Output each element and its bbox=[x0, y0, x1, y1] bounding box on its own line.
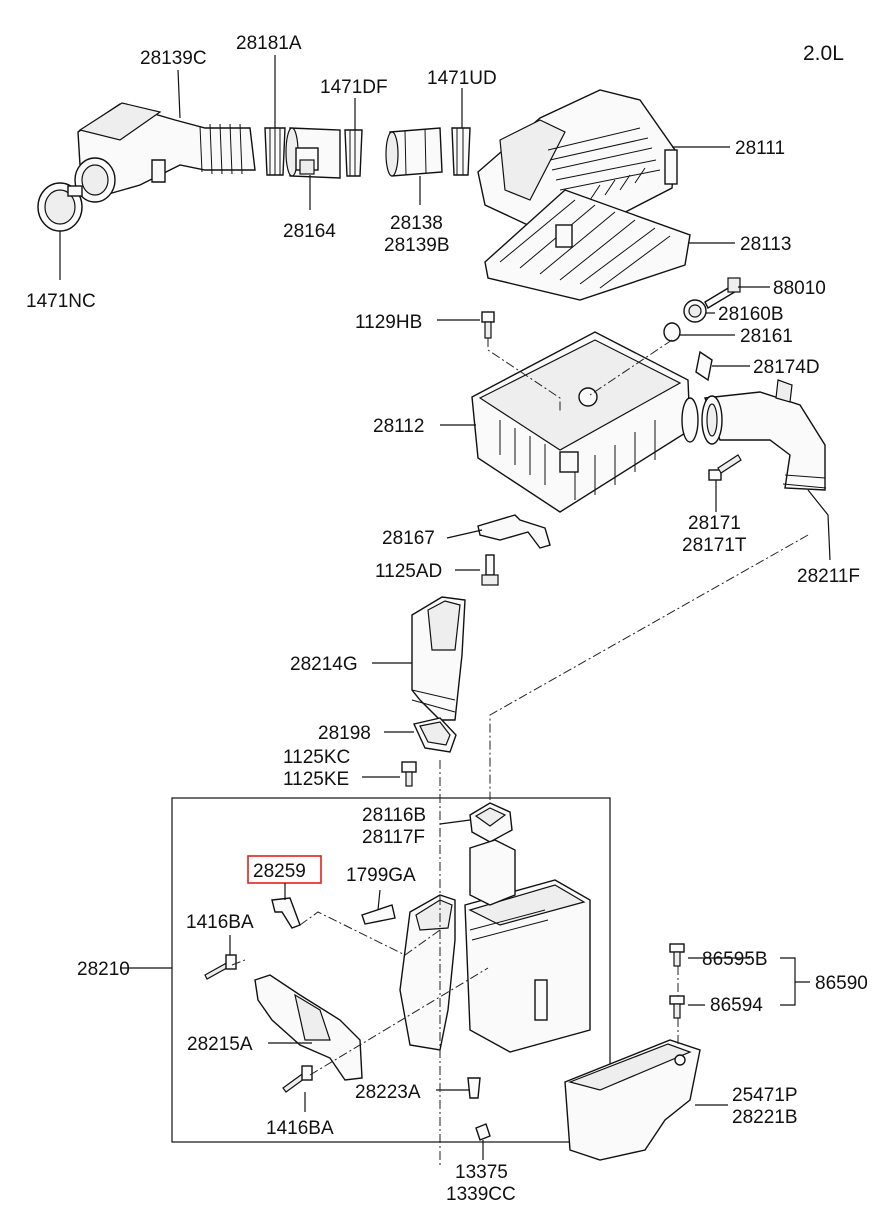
label-88010: 88010 bbox=[773, 278, 826, 299]
label-28223A: 28223A bbox=[355, 1082, 421, 1103]
pin-1416BA-lower[interactable] bbox=[282, 1065, 313, 1093]
label-28221B: 28221B bbox=[732, 1107, 798, 1128]
label-28116B: 28116B bbox=[362, 805, 426, 826]
label-28117F: 28117F bbox=[362, 827, 425, 848]
seal-28198[interactable] bbox=[413, 717, 457, 753]
bolt-28171T[interactable] bbox=[708, 454, 742, 481]
label-1339CC: 1339CC bbox=[446, 1184, 516, 1205]
clamp-28171[interactable] bbox=[681, 397, 699, 443]
label-86590: 86590 bbox=[815, 973, 868, 994]
clamp-28181A[interactable] bbox=[264, 127, 286, 176]
label-86595B: 86595B bbox=[702, 949, 768, 970]
label-1416BA-lower: 1416BA bbox=[266, 1118, 334, 1139]
label-28215A: 28215A bbox=[187, 1034, 253, 1055]
label-28161: 28161 bbox=[740, 326, 793, 347]
label-28210: 28210 bbox=[77, 959, 130, 980]
label-28198: 28198 bbox=[318, 723, 371, 744]
clip-28174D[interactable] bbox=[695, 350, 713, 382]
leader-lines bbox=[59, 55, 831, 1160]
nut-13375[interactable] bbox=[475, 1123, 491, 1141]
filter-element-28113[interactable] bbox=[484, 189, 691, 301]
label-1125KE: 1125KE bbox=[283, 769, 349, 790]
label-28211F: 28211F bbox=[797, 566, 860, 587]
label-1125KC: 1125KC bbox=[283, 747, 350, 768]
duct-28214G[interactable] bbox=[411, 596, 466, 721]
label-1471NC: 1471NC bbox=[26, 291, 96, 312]
clip-28223A[interactable] bbox=[467, 1077, 481, 1099]
bolt-1125KC[interactable] bbox=[401, 761, 417, 787]
resonator-28210[interactable] bbox=[399, 839, 591, 1053]
clip-1799GA[interactable] bbox=[361, 904, 396, 925]
grommet-28161[interactable] bbox=[663, 322, 681, 342]
label-28181A: 28181A bbox=[236, 33, 302, 54]
label-13375: 13375 bbox=[455, 1162, 508, 1183]
intake-hose-28139C[interactable] bbox=[74, 102, 256, 203]
label-28113: 28113 bbox=[740, 234, 791, 255]
part-labels: 28139C 28181A 1471DF 1471UD 28111 28164 … bbox=[26, 33, 868, 1205]
outlet-duct-28211F[interactable] bbox=[701, 379, 827, 491]
bracket-28167[interactable] bbox=[477, 514, 551, 549]
label-1799GA: 1799GA bbox=[346, 865, 416, 886]
air-cleaner-body-28112[interactable] bbox=[471, 331, 691, 513]
bolt-1125AD[interactable] bbox=[481, 554, 499, 586]
bracket-28215A[interactable] bbox=[254, 974, 363, 1081]
label-28214G: 28214G bbox=[290, 654, 358, 675]
label-28139C: 28139C bbox=[140, 48, 207, 69]
label-1471DF: 1471DF bbox=[320, 77, 388, 98]
clamp-1471UD[interactable] bbox=[451, 127, 471, 176]
label-28160B: 28160B bbox=[718, 304, 784, 325]
bolt-86595B[interactable] bbox=[669, 943, 685, 967]
engine-label: 2.0L bbox=[803, 42, 844, 65]
pin-1416BA-upper[interactable] bbox=[204, 954, 237, 980]
bolt-1129HB[interactable] bbox=[481, 311, 495, 339]
air-flow-sensor-28164[interactable] bbox=[285, 127, 341, 179]
assembly-frame-28210 bbox=[171, 797, 611, 1143]
bolt-88010[interactable] bbox=[704, 277, 741, 309]
label-25471P: 25471P bbox=[732, 1085, 798, 1106]
label-28112: 28112 bbox=[373, 416, 424, 437]
air-cleaner-cover-28111[interactable] bbox=[477, 89, 678, 241]
label-28138: 28138 bbox=[390, 213, 443, 234]
bolt-86594[interactable] bbox=[669, 995, 685, 1019]
hose-28138[interactable] bbox=[385, 127, 443, 177]
label-1416BA-upper: 1416BA bbox=[186, 912, 254, 933]
label-28259: 28259 bbox=[253, 861, 306, 882]
label-1125AD: 1125AD bbox=[375, 561, 442, 582]
label-28167: 28167 bbox=[382, 528, 435, 549]
label-1129HB: 1129HB bbox=[355, 312, 422, 333]
dashed-connection-lines bbox=[231, 338, 809, 1165]
cap-28116B[interactable] bbox=[469, 802, 513, 843]
label-28171T: 28171T bbox=[682, 535, 747, 556]
label-1471UD: 1471UD bbox=[427, 68, 497, 89]
label-28164: 28164 bbox=[283, 221, 336, 242]
label-28111: 28111 bbox=[735, 138, 785, 159]
label-28174D: 28174D bbox=[753, 357, 820, 378]
label-86594: 86594 bbox=[710, 995, 763, 1016]
clamp-1471NC[interactable] bbox=[37, 182, 83, 232]
label-28139B: 28139B bbox=[384, 235, 450, 256]
grommet-28160B[interactable] bbox=[683, 299, 707, 323]
clip-28259[interactable] bbox=[271, 897, 301, 929]
clamp-1471DF[interactable] bbox=[344, 129, 363, 177]
label-28171: 28171 bbox=[688, 513, 741, 534]
guard-25471P[interactable] bbox=[564, 1039, 701, 1161]
